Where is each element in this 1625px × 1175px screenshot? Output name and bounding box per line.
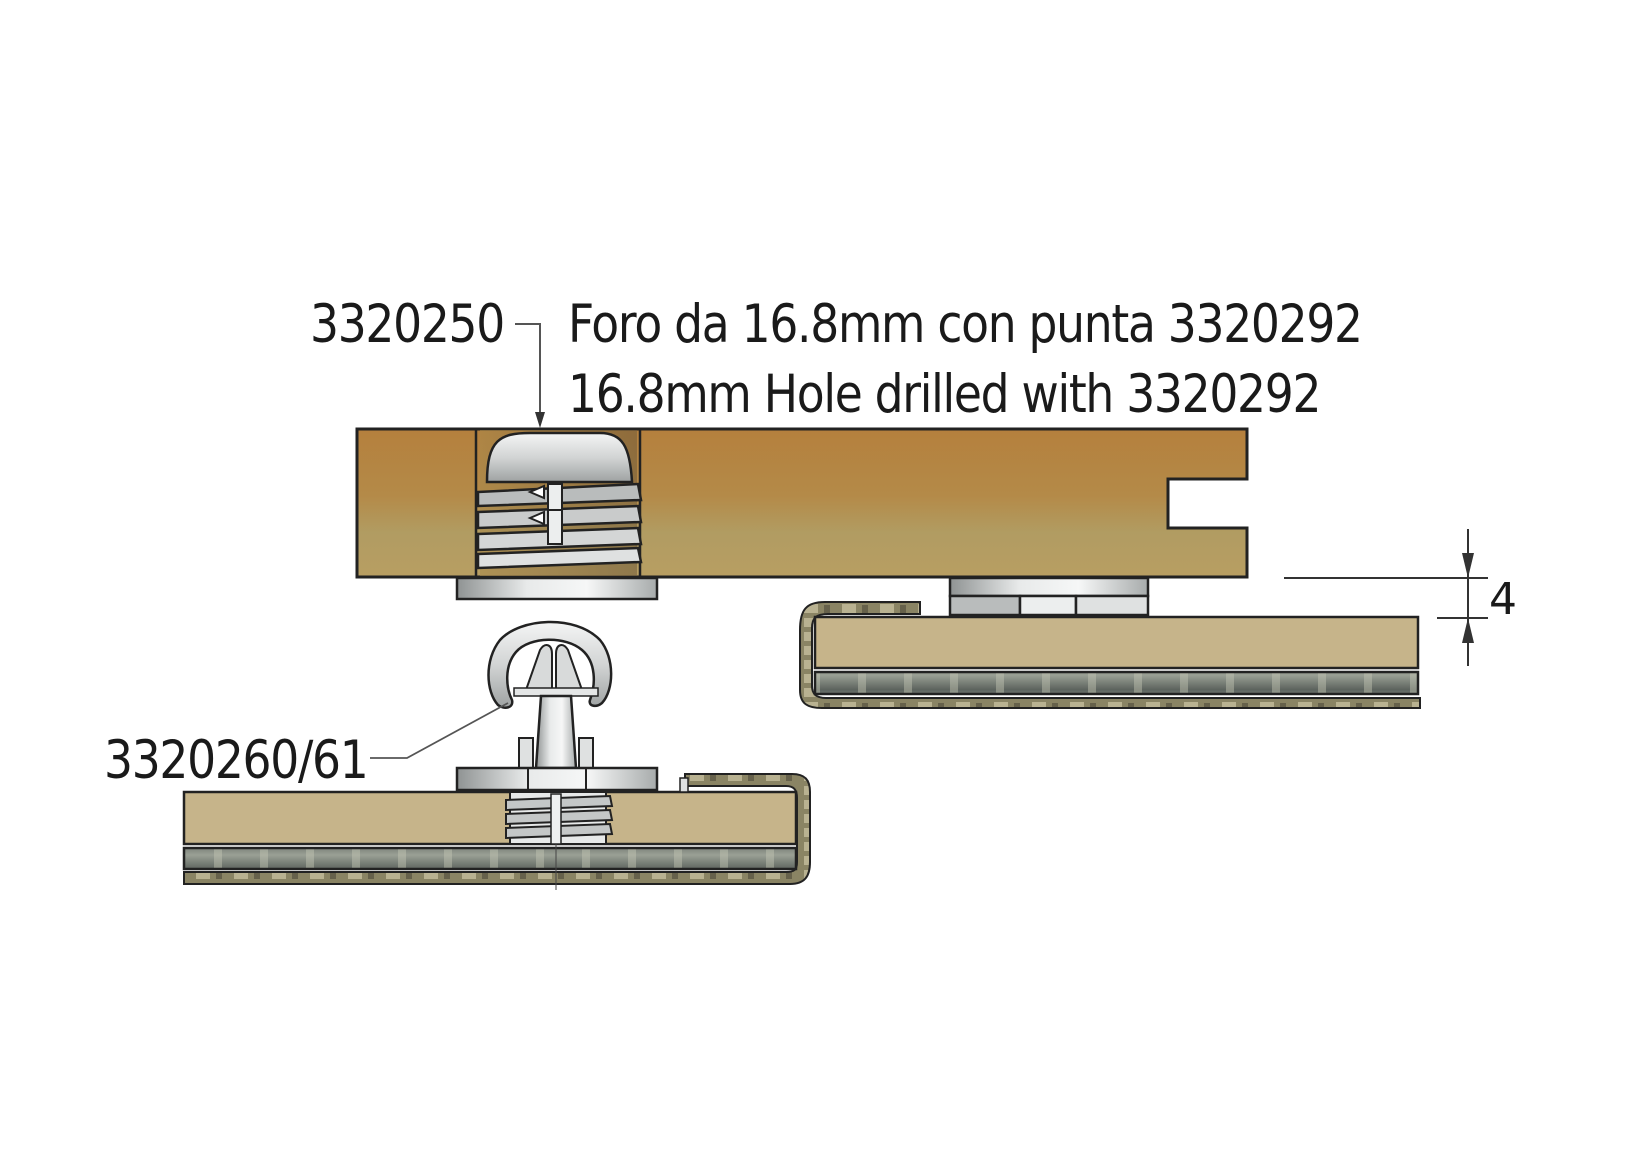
leader-top [515,323,545,428]
panel-left [182,773,811,890]
dimension-gap [1284,529,1488,666]
leader-bottom [370,702,509,759]
part-number-3320250: 3320250 [310,294,505,355]
drill-note-english: 16.8mm Hole drilled with 3320292 [568,364,1321,425]
panel-right [799,601,1421,709]
dimension-label-4: 4 [1489,574,1517,625]
drill-note-italian: Foro da 16.8mm con punta 3320292 [568,294,1363,355]
clip-connector-right [948,576,1150,617]
connector-3320260 [455,620,659,792]
connector-thread [505,791,614,845]
part-number-3320260-61: 3320260/61 [104,730,369,791]
insert-3320250 [455,431,659,601]
